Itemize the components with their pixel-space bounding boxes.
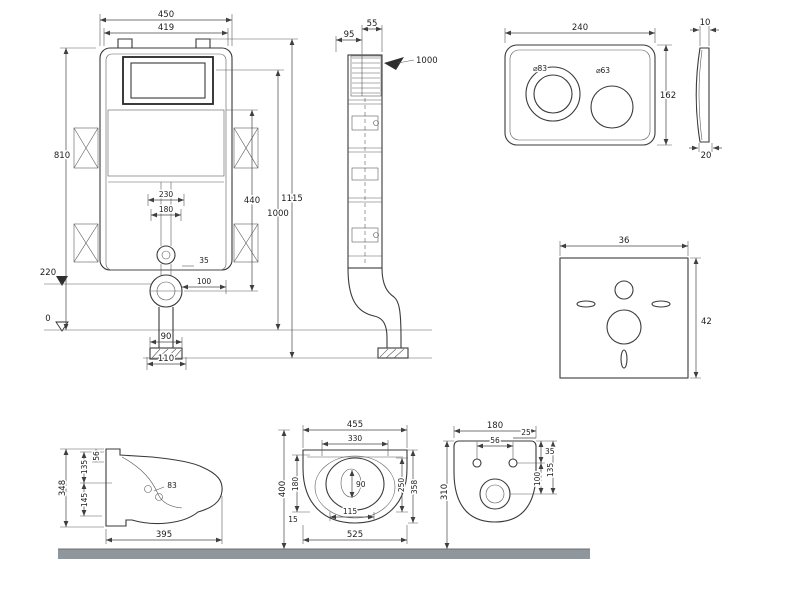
toilet-top-outline (302, 449, 408, 524)
floor-flange (149, 347, 183, 360)
toilet-side-view: 348 56 135 145 83 395 (57, 448, 223, 544)
dim-110-label: 110 (158, 354, 174, 364)
dim-250-label: 250 (397, 478, 406, 493)
dim-810-label: 810 (54, 151, 70, 161)
hole-dia-label: 83 (167, 481, 177, 490)
dim-162-label: 162 (660, 91, 676, 101)
dim-180-label: 180 (159, 205, 174, 214)
dim-440-label: 440 (244, 196, 260, 206)
toilet-side-geometry (105, 448, 223, 527)
dim-25-label: 25 (521, 428, 531, 437)
dim-240-label: 240 (572, 23, 588, 33)
dim-395-label: 395 (156, 530, 172, 540)
dim-419-label: 419 (158, 23, 174, 33)
toilet-back-extension-lines (443, 426, 557, 550)
dim-35-label: 35 (199, 256, 209, 265)
dim-90-label: 90 (161, 332, 172, 342)
access-window (122, 56, 214, 105)
big-flush-button (525, 66, 581, 122)
dim-180-back-label: 180 (487, 421, 503, 431)
dim-20-label: 20 (701, 151, 712, 161)
dim-56-label: 56 (92, 451, 101, 461)
dim-455-label: 455 (347, 420, 363, 430)
fixing-hole (155, 493, 163, 501)
level-220-label: 220 (40, 268, 56, 278)
wall-brackets (73, 127, 259, 263)
dim-1115-label: 1115 (281, 194, 303, 204)
toilet-top-view: 455 330 180 400 90 115 15 525 358 250 (277, 419, 421, 550)
flush-plate (504, 44, 656, 146)
supply-height-label: 1000 (416, 56, 438, 66)
dim-15-label: 15 (288, 515, 298, 524)
fixing-hole (508, 458, 518, 468)
dim-100-label: 100 (197, 277, 212, 286)
floor-reference-lines (44, 329, 432, 359)
toilet-side-profile (105, 448, 223, 527)
drain-hole (479, 478, 511, 510)
flush-plate-view: 240 162 ⌀83 ⌀63 10 20 (504, 18, 722, 163)
dim-115-label: 115 (343, 507, 358, 516)
inlet-bellows (350, 55, 382, 97)
dim-450-label: 450 (158, 10, 174, 20)
dim-95-label: 95 (344, 30, 355, 40)
fixing-hole (472, 458, 482, 468)
toilet-back-view: 180 56 25 35 100 135 310 (439, 421, 557, 550)
dim-1000-label: 1000 (267, 209, 289, 219)
dim-525-label: 525 (347, 530, 363, 540)
dim-358-label: 358 (410, 480, 419, 495)
dim-55-label: 55 (367, 19, 378, 29)
toilet-back-outline (453, 440, 537, 523)
dim-35-back-label: 35 (545, 447, 555, 456)
dim-90-top-label: 90 (356, 480, 366, 489)
cistern-side-view: 95 55 1000 (335, 18, 438, 359)
dim-180-top-label: 180 (291, 477, 300, 492)
dim-36-label: 36 (619, 236, 630, 246)
dim-400-label: 400 (278, 481, 288, 497)
flush-plate-side-profile (695, 47, 710, 143)
small-button-dia-label: ⌀63 (596, 66, 610, 75)
cistern-side-geometry (347, 54, 415, 359)
dim-10-label: 10 (700, 18, 711, 28)
flush-plate-geometry (504, 44, 710, 146)
small-flush-button (590, 85, 634, 129)
cistern-front-view: 450 419 810 440 1115 1000 230 180 100 35… (40, 10, 304, 370)
dim-145-label: 145 (80, 493, 89, 508)
cistern-front-extension-lines (60, 14, 298, 370)
dim-310-label: 310 (440, 484, 450, 500)
dim-230-label: 230 (159, 190, 174, 199)
outlet-flange (377, 347, 409, 359)
toilet-back-geometry (453, 440, 537, 523)
dim-135-label: 135 (80, 460, 89, 475)
tank (107, 109, 225, 177)
big-button-dia-label: ⌀83 (533, 64, 547, 73)
dim-100-back-label: 100 (533, 472, 542, 487)
toilet-side-extension-lines (60, 448, 223, 544)
dim-42-label: 42 (701, 317, 712, 327)
fixing-hole (144, 485, 152, 493)
outlet-elbow (347, 267, 388, 348)
cistern-front-geometry (44, 38, 259, 360)
dim-348-label: 348 (58, 480, 68, 496)
sound-mat (559, 257, 689, 379)
level-0-label: 0 (45, 314, 50, 324)
sound-mat-extension-lines (559, 241, 701, 379)
sound-mat-geometry (559, 257, 689, 379)
supply-arrow (384, 57, 404, 70)
dim-135-back-label: 135 (546, 463, 555, 478)
dim-56-back-label: 56 (490, 436, 500, 445)
hanger-tabs (117, 38, 211, 48)
floor-bar (58, 549, 590, 559)
dim-330-label: 330 (348, 434, 363, 443)
sound-mat-view: 36 42 (559, 235, 713, 379)
bowl-outline (325, 457, 385, 511)
